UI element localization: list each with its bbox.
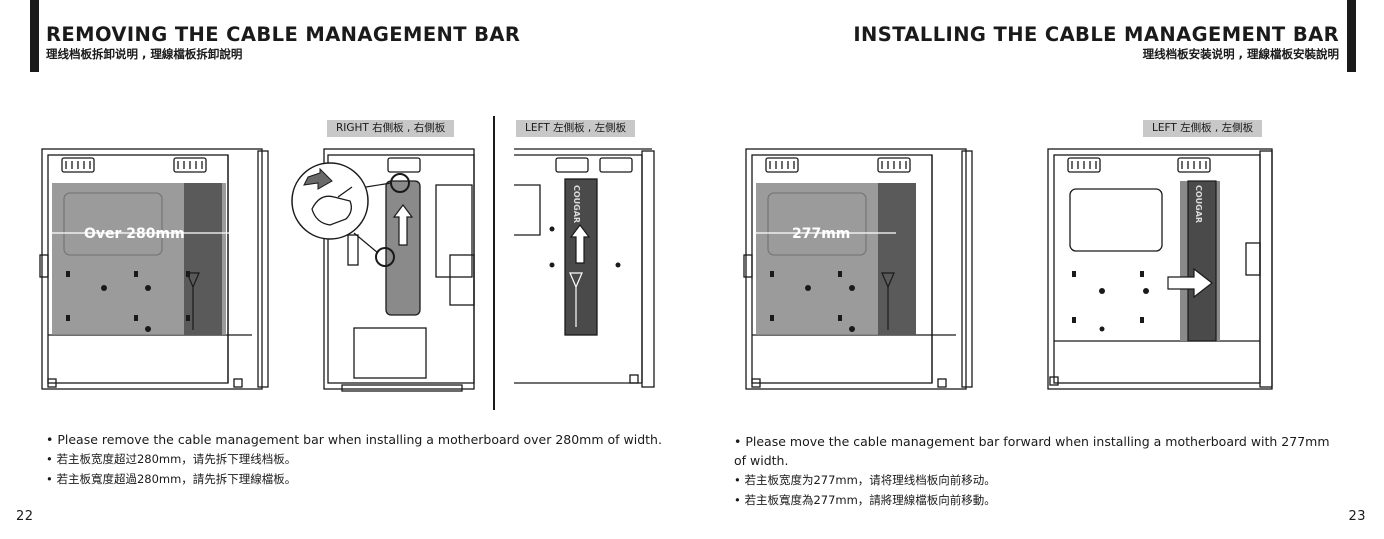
case-diagram-over-280mm: Over 280mm (39, 148, 269, 390)
right-arrow-icon (1167, 267, 1213, 299)
measurement-277mm: 277mm (792, 226, 850, 242)
hand-pull-icon (303, 167, 353, 226)
note-english: • Please remove the cable management bar… (46, 432, 662, 447)
brand-mark: COUGAR (572, 185, 581, 223)
note-simplified-chinese: • 若主板宽度超过280mm，请先拆下理线档板。 (46, 452, 297, 466)
notes-list: • Please remove the cable management bar… (46, 430, 666, 489)
svg-text:COUGAR: COUGAR (1194, 185, 1203, 223)
note-text: 若主板宽度为277mm，请将理线档板向前移动。 (744, 473, 996, 487)
page-subtitle: 理线档板安装说明 , 理線檔板安裝說明 (1142, 47, 1339, 61)
case-diagram-left-side-install: COUGAR (1047, 148, 1273, 390)
page-number: 22 (16, 509, 34, 524)
figure-label-left-panel: LEFT 左側板 , 左側板 (1143, 120, 1263, 137)
page-number: 23 (1348, 509, 1366, 524)
note-text: 若主板宽度超过280mm，请先拆下理线档板。 (56, 452, 297, 466)
page-title: INSTALLING THE CABLE MANAGEMENT BAR (853, 23, 1339, 46)
note-traditional-chinese: • 若主板寬度超過280mm，請先拆下理線檔板。 (46, 472, 297, 486)
note-text: Please remove the cable management bar w… (57, 432, 662, 447)
note-simplified-chinese: • 若主板宽度为277mm，请将理线档板向前移动。 (734, 473, 996, 487)
case-diagram-right-side-removal (291, 148, 475, 392)
left-page: REMOVING THE CABLE MANAGEMENT BAR 理线档板拆卸… (16, 0, 666, 524)
note-text: Please move the cable management bar for… (734, 434, 1330, 468)
figure-divider (493, 116, 495, 410)
case-diagram-left-side-removal: COUGAR (514, 148, 655, 388)
right-page: INSTALLING THE CABLE MANAGEMENT BAR 理线档板… (692, 0, 1384, 539)
figure-label-right-panel: RIGHT 右側板 , 右側板 (327, 120, 455, 137)
up-arrow-icon (569, 224, 591, 264)
figure-label-left-panel: LEFT 左側板 , 左側板 (516, 120, 636, 137)
note-traditional-chinese: • 若主板寬度為277mm，請將理線檔板向前移動。 (734, 493, 996, 507)
right-edge-bar (1347, 0, 1356, 72)
notes-list: • Please move the cable management bar f… (734, 432, 1334, 510)
measurement-over-280mm: Over 280mm (84, 226, 185, 242)
page-subtitle: 理线档板拆卸说明 , 理線檔板拆卸說明 (46, 47, 243, 61)
left-edge-bar (30, 0, 39, 72)
up-arrow-icon (392, 204, 414, 246)
note-text: 若主板寬度為277mm，請將理線檔板向前移動。 (744, 493, 996, 507)
case-diagram-277mm: 277mm (743, 148, 973, 390)
page-title: REMOVING THE CABLE MANAGEMENT BAR (46, 23, 521, 46)
note-text: 若主板寬度超過280mm，請先拆下理線檔板。 (56, 472, 297, 486)
note-english: • Please move the cable management bar f… (734, 434, 1330, 468)
